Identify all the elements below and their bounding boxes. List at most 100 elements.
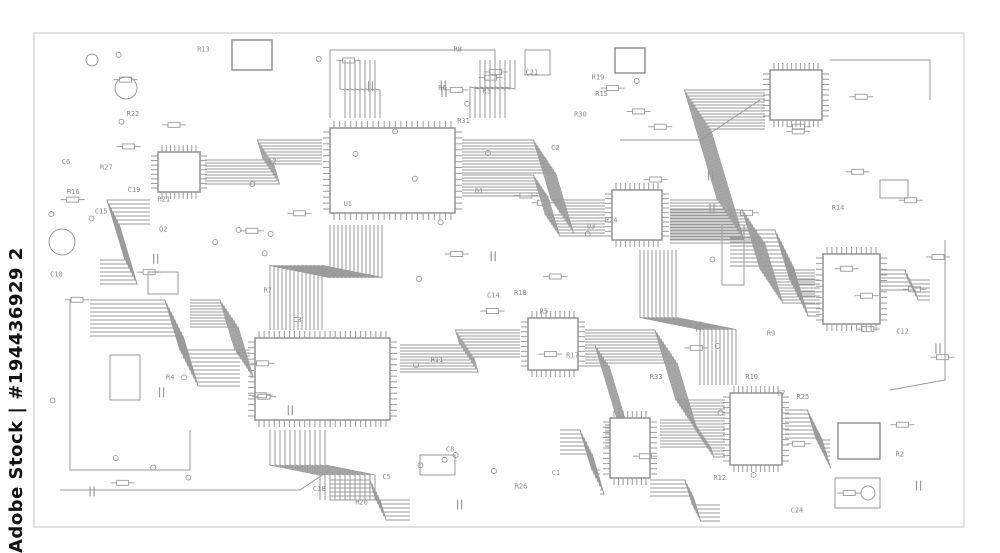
trace [462, 183, 605, 225]
trace [647, 250, 709, 385]
trace [670, 128, 765, 240]
trace [650, 491, 720, 518]
resistor [895, 421, 909, 428]
via-pad [441, 456, 448, 463]
trace [655, 250, 717, 385]
trace [190, 323, 252, 375]
trace [670, 101, 765, 213]
component-label: C6 [62, 158, 70, 166]
trace [660, 443, 725, 455]
resistor [935, 354, 949, 361]
ic-chip [609, 417, 651, 479]
component-label: R26 [515, 483, 528, 491]
ic-chip [729, 392, 783, 466]
trace [660, 437, 725, 449]
trace [90, 323, 240, 375]
ic-chip [329, 127, 456, 214]
trace [400, 341, 520, 358]
component-box [147, 271, 179, 295]
resistor [606, 85, 620, 92]
component-label: R25 [797, 393, 810, 401]
via-pad [352, 150, 359, 157]
trace [462, 192, 605, 234]
trace [354, 60, 361, 118]
component-label: Q2 [159, 225, 167, 233]
component-label: L2 [268, 157, 276, 165]
resistor [245, 227, 259, 234]
trace [560, 437, 600, 479]
trace [670, 104, 765, 216]
trace [785, 409, 830, 441]
resistor [653, 123, 667, 130]
trace [670, 110, 765, 222]
trace [670, 113, 765, 225]
trace [671, 250, 733, 385]
trace [205, 145, 322, 167]
trace [585, 335, 725, 407]
trace [670, 236, 815, 298]
diode-circle [860, 485, 876, 501]
trace [400, 344, 520, 361]
component-label: R13 [197, 45, 210, 53]
transistor-circle [114, 76, 138, 100]
via-pad [212, 239, 219, 245]
component-box [109, 354, 141, 401]
via-pad [437, 219, 444, 226]
resistor [632, 108, 645, 115]
trace [100, 199, 150, 261]
trace [330, 483, 410, 505]
ic-chip [822, 253, 881, 325]
trace [660, 440, 725, 452]
via-pad [633, 78, 640, 84]
via-pad [411, 175, 418, 182]
component-label: R15 [595, 90, 608, 98]
via-pad [714, 342, 721, 349]
trace [670, 95, 765, 207]
component-label: R16 [67, 188, 80, 196]
trace [330, 495, 410, 517]
via-pad [112, 455, 119, 462]
via-pad [709, 256, 716, 263]
trace [90, 311, 240, 363]
trace [205, 163, 322, 185]
trace [349, 60, 356, 118]
trace [670, 119, 765, 231]
component-label: R31 [457, 117, 470, 125]
trace [660, 431, 725, 443]
trace [190, 326, 254, 378]
ic-chip [157, 151, 201, 193]
trace [670, 89, 765, 201]
resistor [854, 93, 868, 100]
trace [205, 139, 322, 161]
trace [880, 269, 930, 281]
trace [269, 430, 321, 500]
component-label: R20 [355, 498, 368, 506]
trace-layer [60, 49, 946, 522]
trace [785, 421, 830, 453]
trace [69, 300, 191, 471]
ic-chip [837, 422, 881, 460]
trace [205, 148, 322, 170]
trace [663, 250, 725, 385]
component-label: R4 [166, 374, 174, 382]
trace [100, 219, 150, 281]
trace [289, 225, 351, 330]
component-label: D3 [587, 223, 595, 231]
trace [285, 225, 347, 330]
component-box [879, 179, 909, 199]
trace [462, 180, 605, 222]
via-pad [88, 215, 95, 222]
trace [585, 341, 725, 413]
component-label: R6 [438, 84, 446, 92]
trace [880, 285, 930, 297]
trace [274, 430, 326, 500]
trace [730, 261, 820, 313]
component-label: R30 [574, 111, 587, 119]
trace [670, 239, 815, 301]
trace [190, 320, 250, 372]
component-label: R5 [540, 308, 548, 316]
trace [100, 203, 150, 265]
component-label: R2 [896, 451, 904, 459]
trace [585, 353, 725, 425]
transistor-circle [85, 53, 99, 67]
